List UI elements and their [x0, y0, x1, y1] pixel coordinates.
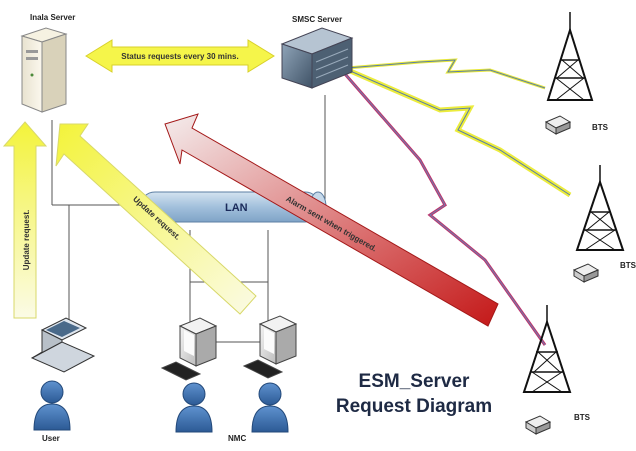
- smsc-server: SMSC Server: [280, 15, 354, 89]
- diagram-title-line1: ESM_Server: [359, 371, 471, 392]
- user-label: User: [42, 434, 60, 443]
- link-smsc-bts3: [343, 73, 547, 346]
- alarm-arrow-label: Alarm sent when triggered.: [284, 194, 378, 253]
- bts-box-icon: [524, 415, 552, 435]
- bts-tower-3: BTS: [522, 305, 591, 435]
- nmc-label: NMC: [228, 434, 246, 443]
- status-arrow-label: Status requests every 30 mins.: [121, 52, 238, 61]
- bts-label-2: BTS: [620, 261, 636, 270]
- nmc-person-icon-2: [251, 382, 289, 433]
- inala-server-label: Inala Server: [30, 13, 75, 22]
- bts-label-1: BTS: [592, 123, 609, 132]
- link-smsc-bts2: [347, 67, 572, 198]
- nmc-workstation-1: [160, 317, 218, 381]
- nmc-workstation-2: [242, 315, 298, 379]
- bts-links: [343, 58, 572, 346]
- user-person-icon: [33, 380, 71, 431]
- update-arrow-vertical-label: Update request.: [22, 210, 31, 270]
- drive-bay-icon: [26, 50, 38, 53]
- update-arrow-vertical: Update request.: [2, 121, 48, 319]
- bts-label-3: BTS: [574, 413, 591, 422]
- bts-box-icon: [572, 263, 600, 283]
- diagram-title-line2: Request Diagram: [336, 396, 492, 417]
- bts-tower-1: BTS: [544, 12, 609, 135]
- inala-server: Inala Server: [20, 13, 75, 113]
- status-arrow: Status requests every 30 mins.: [85, 39, 275, 73]
- smsc-server-label: SMSC Server: [292, 15, 342, 24]
- bts-tower-2: BTS: [572, 165, 636, 283]
- lan-label: LAN: [225, 202, 248, 214]
- nmc-person-icon-1: [175, 382, 213, 433]
- user-laptop-icon: [30, 317, 96, 373]
- bts-box-icon: [544, 115, 572, 135]
